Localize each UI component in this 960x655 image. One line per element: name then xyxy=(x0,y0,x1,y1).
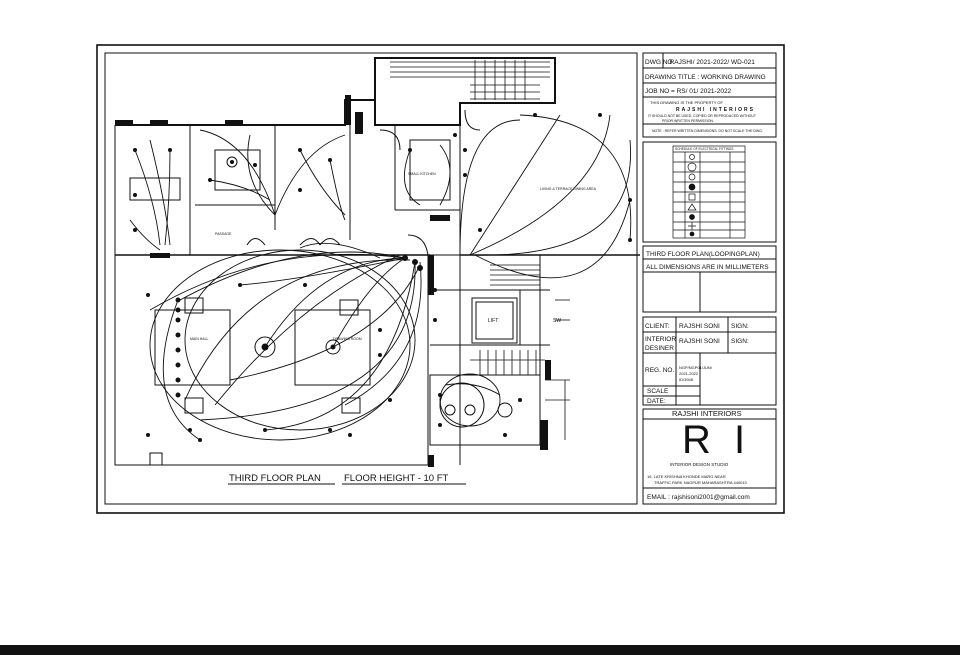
property-line-4: PRIOR WRITTEN PERMISSION. xyxy=(662,119,714,123)
designer-value: RAJSHI SONI xyxy=(679,338,720,345)
reg-value-3: ID/3948 xyxy=(679,377,694,382)
room-label-sw: SW xyxy=(553,318,561,324)
studio-name: INTERIOR DESIGN STUDIO xyxy=(670,462,729,467)
drawing-title: DRAWING TITLE : WORKING DRAWING xyxy=(645,74,766,81)
scale-label: SCALE xyxy=(647,388,669,395)
room-label-drawing-room: DRAWING ROOM xyxy=(333,337,362,341)
logo-letters: R I xyxy=(682,418,751,462)
designer-label-2: DESINER xyxy=(645,345,674,352)
outer-frame xyxy=(96,44,785,514)
email: EMAIL : rajshisoni2001@gmail.com xyxy=(647,494,750,501)
dimensions-note: ALL DIMENSIONS ARE IN MILLIMETERS xyxy=(646,264,769,271)
property-line-1: THIS DRAWING IS THE PROPERTY OF xyxy=(650,100,724,105)
legend-title: SCHEDULE OF ELECTRICAL FITTINGS xyxy=(675,147,734,151)
client-label: CLIENT: xyxy=(645,323,669,330)
floor-plan xyxy=(114,57,640,485)
designer-sign-label: SIGN: xyxy=(731,338,749,345)
room-label-main-hall: MAIN HALL xyxy=(190,337,209,341)
room-label-passage: PASSAGE xyxy=(215,232,232,236)
electrical-legend xyxy=(672,145,746,239)
floor-height-caption: FLOOR HEIGHT - 10 FT xyxy=(344,473,449,484)
drawing-note: NOTE : REFER WRITTEN DIMENSIONS. DO NOT … xyxy=(652,129,763,133)
room-label-living-dining: LIVING & TERRACE DINING AREA xyxy=(540,187,597,191)
reg-label: REG. NO. xyxy=(645,367,674,374)
company-name: RAJSHI INTERIORS xyxy=(672,409,742,418)
reg-value-1: NGP/NGP01/JUN/ xyxy=(679,365,713,370)
bottom-bar xyxy=(0,645,960,655)
client-sign-label: SIGN: xyxy=(731,323,749,330)
title-block xyxy=(636,52,777,505)
plan-caption: THIRD FLOOR PLAN xyxy=(229,473,321,484)
address-line-1: 16, LATE KRISHNA KHONDE MARG NEAR xyxy=(647,474,726,479)
drawing-area-frame xyxy=(104,52,638,505)
address-line-2: TRAFFIC PARK NAGPUR MAHARASHTRA 440010 xyxy=(654,480,748,485)
client-value: RAJSHI SONI xyxy=(679,323,720,330)
plan-title: THIRD FLOOR PLAN(LOOPINGPLAN) xyxy=(646,251,760,258)
dwg-no-value: : RAJSHI/ 2021-2022/ WD-021 xyxy=(666,59,755,66)
designer-label-1: INTERIOR xyxy=(645,336,676,343)
property-line-3: IT SHOULD NOT BE USED, COPIED OR REPRODU… xyxy=(648,114,757,118)
job-no: JOB NO = RS/ 01/ 2021-2022 xyxy=(645,88,732,95)
reg-value-2: 2021-2022 xyxy=(679,371,699,376)
room-label-lift: LIFT xyxy=(488,318,498,324)
property-line-2: RAJSHI INTERIORS xyxy=(676,107,755,113)
plan-labels: PASSAGE SMALL KITCHEN LIVING & TERRACE D… xyxy=(190,172,597,484)
date-label: DATE: xyxy=(647,398,666,405)
room-label-small-kitchen: SMALL KITCHEN xyxy=(408,172,436,176)
dwg-no-label: DWG NO xyxy=(645,59,672,66)
title-block-text: DWG NO : RAJSHI/ 2021-2022/ WD-021 DRAWI… xyxy=(645,59,769,501)
